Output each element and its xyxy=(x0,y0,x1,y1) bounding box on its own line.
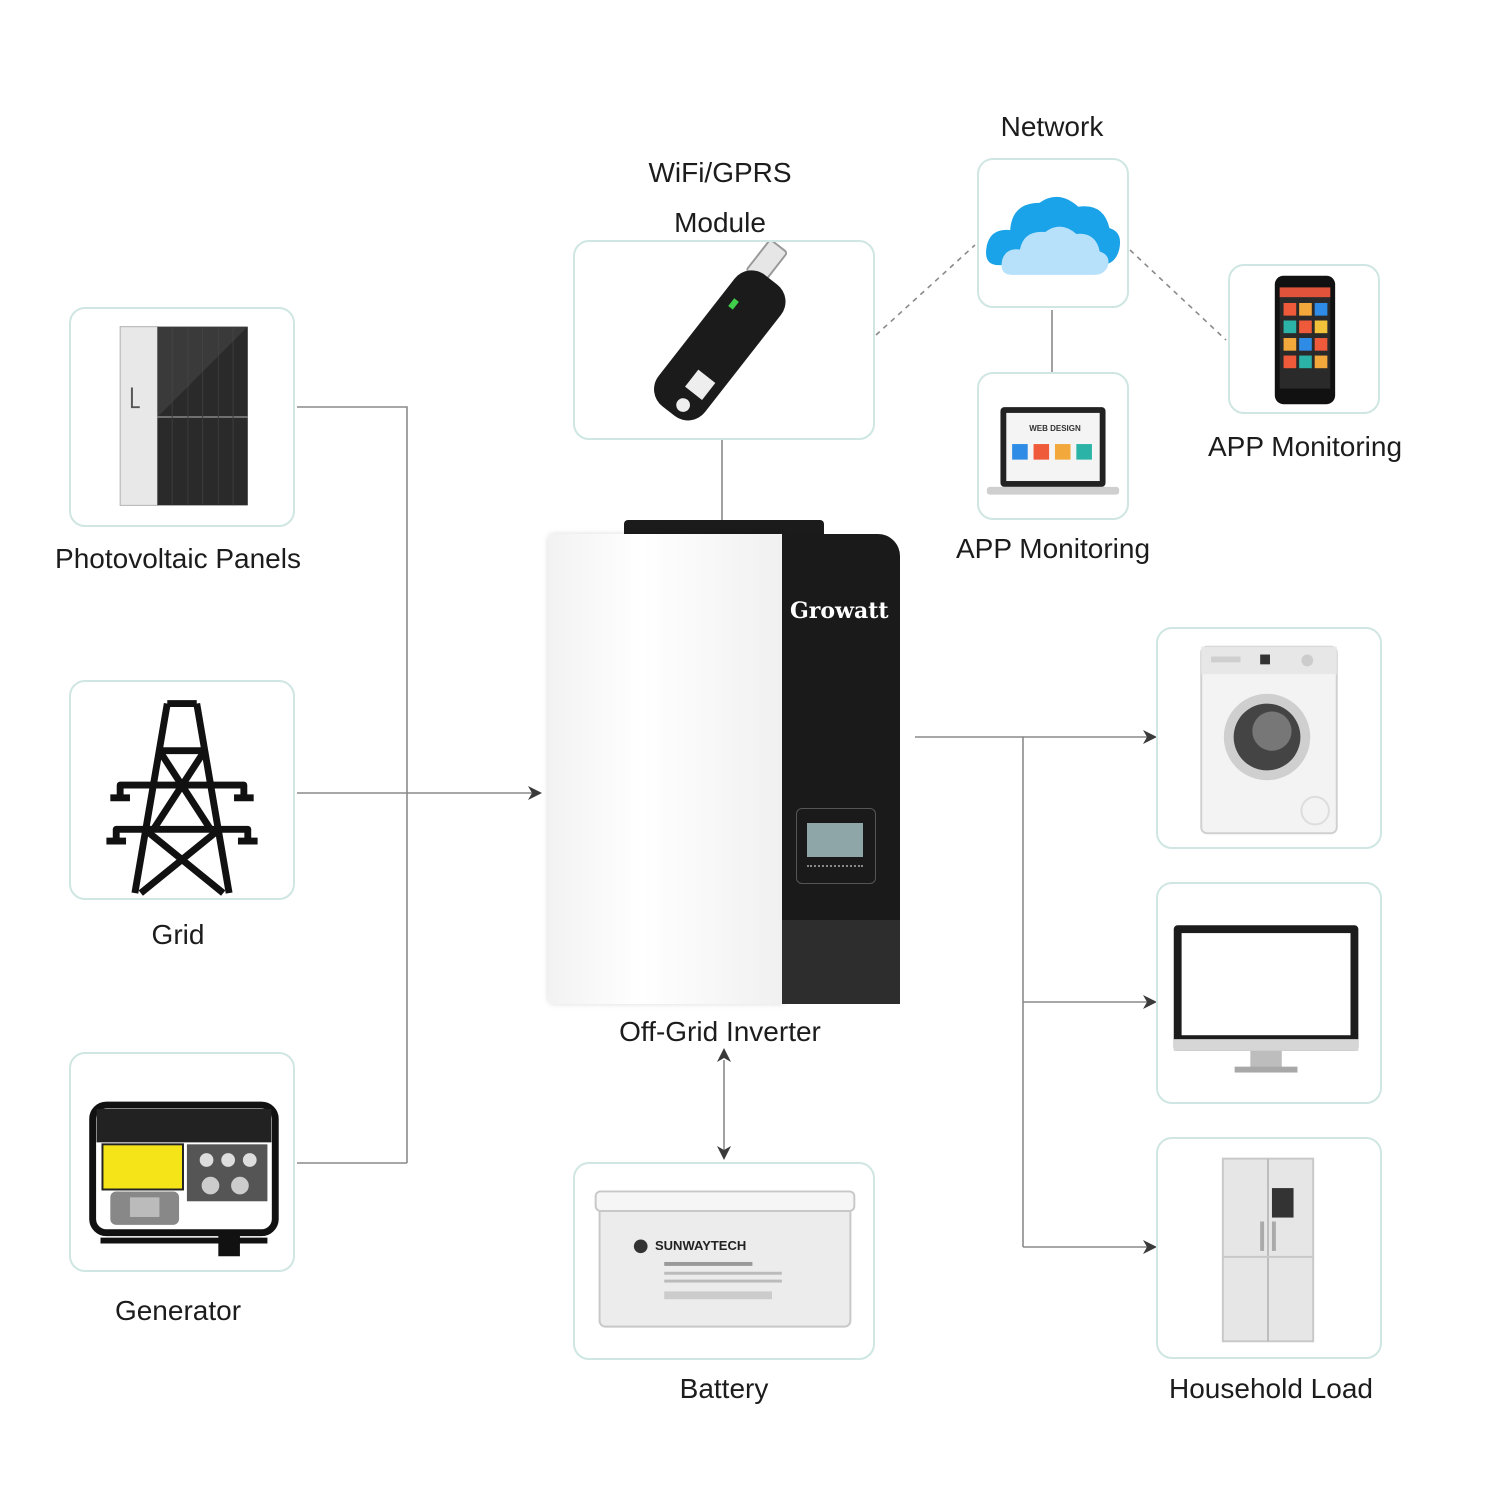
app-monitoring-phone-label: APP Monitoring xyxy=(1207,431,1403,462)
app-monitoring-laptop-label: APP Monitoring xyxy=(955,533,1151,564)
wifi-label-line2: Module xyxy=(674,207,766,238)
inverter-bracket xyxy=(624,520,824,536)
cloud-icon xyxy=(986,196,1121,275)
wifi-label-line1: WiFi/GPRS xyxy=(648,157,792,188)
battery-icon xyxy=(594,1190,856,1328)
pv-box xyxy=(69,307,295,527)
wifi-dongle-icon xyxy=(654,242,788,421)
grid-box xyxy=(69,680,295,900)
generator-label: Generator xyxy=(114,1295,242,1326)
inverter-to-load-line xyxy=(915,736,1024,1247)
inverter-display xyxy=(796,808,876,884)
fridge-box xyxy=(1156,1137,1382,1359)
household-load-label: Household Load xyxy=(1169,1373,1373,1404)
wifi-network-dashed xyxy=(875,244,976,336)
inverter-brand: Growatt xyxy=(790,598,889,624)
inverter-unit: Growatt xyxy=(548,520,902,1006)
pv-label: Photovoltaic Panels xyxy=(55,543,301,574)
network-phone-dashed xyxy=(1129,249,1227,341)
inverter-label: Off-Grid Inverter xyxy=(619,1016,821,1047)
monitor-box xyxy=(1156,882,1382,1104)
inverter-screen xyxy=(807,823,863,857)
washing-machine-icon xyxy=(1200,645,1338,835)
solar-panel-icon xyxy=(119,326,248,506)
washer-box xyxy=(1156,627,1382,849)
inverter-body-white xyxy=(548,534,784,1004)
monitor-icon xyxy=(1173,925,1359,1073)
battery-brand: SUNWAYTECH xyxy=(655,1238,747,1253)
battery-box: SUNWAYTECH xyxy=(573,1162,875,1360)
pv-line xyxy=(297,406,408,1163)
network-label: Network xyxy=(1000,111,1104,142)
phone-box xyxy=(1228,264,1380,414)
battery-label: Battery xyxy=(679,1373,769,1404)
grid-label: Grid xyxy=(151,919,205,950)
generator-box xyxy=(69,1052,295,1272)
refrigerator-icon xyxy=(1221,1157,1315,1343)
smartphone-icon xyxy=(1274,275,1336,405)
wifi-box xyxy=(573,240,875,440)
network-box xyxy=(977,158,1129,308)
inverter-buttons xyxy=(807,865,863,873)
generator-icon xyxy=(89,1101,279,1257)
laptop-screen-text: WEB DESIGN xyxy=(1029,424,1081,433)
laptop-icon xyxy=(986,407,1120,495)
power-tower-icon xyxy=(106,700,258,896)
inverter-bottom-panel xyxy=(782,920,900,1004)
laptop-box: WEB DESIGN xyxy=(977,372,1129,520)
